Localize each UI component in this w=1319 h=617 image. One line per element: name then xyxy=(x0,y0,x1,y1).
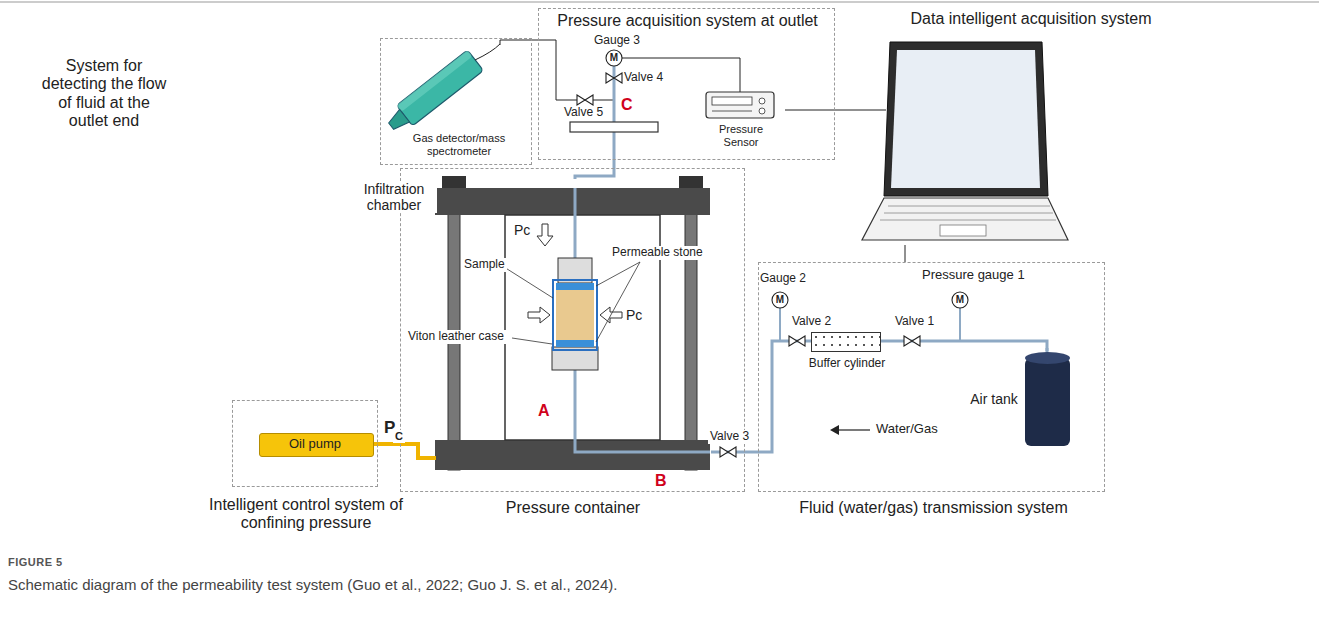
group-heading: Pressure acquisition system at outlet xyxy=(544,12,831,30)
figure-number: FIGURE 5 xyxy=(8,556,63,569)
laptop-computer: Data intelligent acquisition system xyxy=(872,6,1191,245)
gauge-symbol-letter: M xyxy=(610,52,618,64)
valve-label: Valve 5 xyxy=(564,106,603,120)
pressure-subscript: C xyxy=(393,430,405,443)
part-label: Viton leather case xyxy=(406,330,506,344)
group-heading: Fluid (water/gas) transmission system xyxy=(781,499,1086,517)
point-label: B xyxy=(655,472,667,490)
group-panel: Pressure acquisition system at outletPre… xyxy=(538,8,835,160)
point-label: A xyxy=(538,402,550,420)
pressure-label: Pc xyxy=(514,222,530,238)
signal-wire xyxy=(500,40,538,45)
fluid-pipe xyxy=(881,341,1047,351)
buffer-cylinder: Buffer cylinder xyxy=(811,332,881,352)
group-heading: Intelligent control system of confining … xyxy=(176,496,436,533)
component-label: Pressure Sensor xyxy=(701,123,781,148)
group-heading: Pressure container xyxy=(473,499,673,517)
signal-wire xyxy=(785,110,872,111)
gauge-label: Gauge 2 xyxy=(760,272,806,286)
pressure-sensor: Pressure Sensor xyxy=(701,89,785,151)
figure-caption: Schematic diagram of the permeability te… xyxy=(8,576,617,593)
gauge-label: Pressure gauge 1 xyxy=(922,268,1025,283)
component-label: Buffer cylinder xyxy=(797,357,897,371)
air-tank: Air tank xyxy=(961,351,1076,449)
pressure-label: Pc xyxy=(626,307,642,323)
group-panel: System for detecting the flow of fluid a… xyxy=(380,38,532,165)
component-label: Data intelligent acquisition system xyxy=(875,10,1187,28)
component-label: Oil pump xyxy=(260,437,370,452)
infiltration-chamber: Infiltration chamber xyxy=(436,179,711,473)
point-label: C xyxy=(621,96,633,114)
part-label: Sample xyxy=(462,258,507,272)
valve-label: Valve 3 xyxy=(708,430,751,444)
signal-wire xyxy=(905,245,906,262)
gauge-label: Gauge 3 xyxy=(594,34,640,48)
flow-label: Water/Gas xyxy=(876,422,938,437)
valve-label: Valve 1 xyxy=(895,315,934,329)
valve-label: Valve 4 xyxy=(624,71,663,85)
group-heading: System for detecting the flow of fluid a… xyxy=(39,57,169,131)
component-label: Infiltration chamber xyxy=(351,181,437,213)
gauge-symbol-letter: M xyxy=(956,294,964,306)
fluid-pipe xyxy=(575,160,614,179)
oil-pipe xyxy=(374,444,436,458)
component-label: Air tank xyxy=(963,391,1025,407)
part-label: Permeable stone xyxy=(610,246,705,260)
valve-label: Valve 2 xyxy=(792,315,831,329)
group-panel: Intelligent control system of confining … xyxy=(232,400,378,487)
gauge-symbol-letter: M xyxy=(776,294,784,306)
group-panel: Fluid (water/gas) transmission systemBuf… xyxy=(758,262,1105,492)
gas-detector: Gas detector/mass spectrometer xyxy=(389,45,529,163)
component-label: Gas detector/mass spectrometer xyxy=(399,132,519,157)
oil-pump: Oil pump xyxy=(259,433,374,457)
